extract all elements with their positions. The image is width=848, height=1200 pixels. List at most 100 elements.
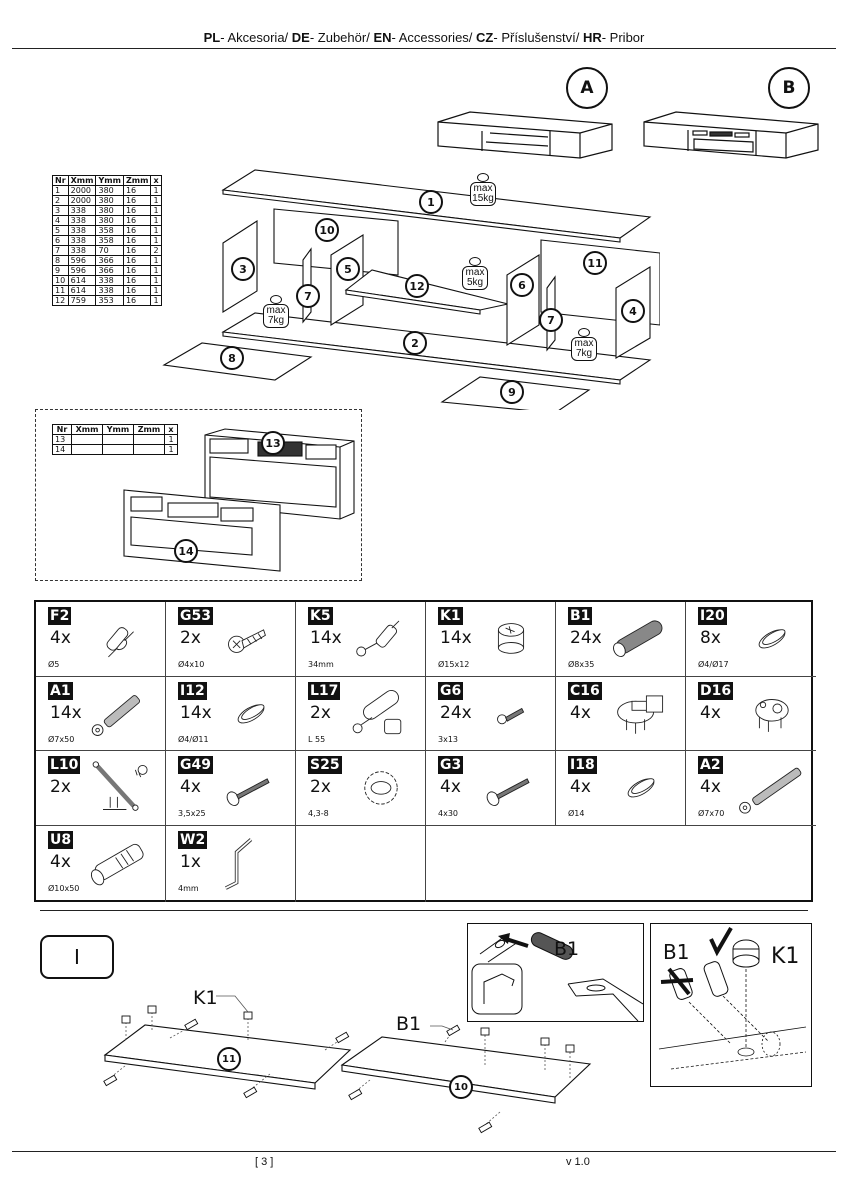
accessory-dimension: 4x30 — [438, 809, 459, 818]
accessory-code: B1 — [568, 607, 593, 625]
accessories-grid: F2 4x Ø5 G53 2x Ø4x10 K5 14x 34mm K1 14x… — [34, 600, 816, 902]
accessory-quantity: 2x — [50, 777, 71, 797]
parts-table-header: Nr Xmm Ymm Zmm x — [52, 175, 162, 186]
accessory-code: A1 — [48, 682, 73, 700]
accessory-item-i20: I20 8x Ø4/Ø17 — [686, 602, 816, 677]
extra-table-cell: 1 — [164, 444, 178, 455]
part-label-10: 10 — [315, 218, 339, 242]
part-label-8: 8 — [220, 346, 244, 370]
callout-b1: B1 — [396, 1013, 422, 1035]
accessory-code: S25 — [308, 756, 342, 774]
parts-table-cell: 596 — [67, 255, 97, 266]
accessory-quantity: 4x — [570, 703, 591, 723]
gas-strut-icon — [92, 761, 148, 811]
accessory-code: U8 — [48, 831, 74, 849]
accessory-item-b1: B1 24x Ø8x35 — [556, 602, 686, 677]
accessory-item-g49: G49 4x 3,5x25 — [166, 751, 296, 826]
accessory-quantity: 4x — [440, 777, 461, 797]
parts-table-cell: 759 — [67, 295, 97, 306]
parts-table-cell: 7 — [52, 245, 69, 256]
weight-handle-icon — [469, 257, 481, 266]
col-nr: Nr — [52, 175, 69, 186]
accessory-code: K5 — [308, 607, 333, 625]
weight-max-label: max — [574, 338, 594, 349]
header-hr: HR- Pribor — [582, 30, 645, 45]
weight-handle-icon — [270, 295, 282, 304]
accessory-item-g3: G3 4x 4x30 — [426, 751, 556, 826]
accessory-code: A2 — [698, 756, 723, 774]
parts-table-cell: 380 — [95, 215, 124, 226]
parts-table-cell: 338 — [67, 235, 97, 246]
col-zmm: Zmm — [122, 175, 152, 186]
col-xmm: Xmm — [67, 175, 97, 186]
small-screw-icon — [497, 707, 525, 725]
parts-table-cell: 12 — [52, 295, 69, 306]
header-pl: PL- Akcesoria/ — [203, 30, 292, 45]
parts-table-cell: 338 — [95, 275, 124, 286]
panel-label-10: 10 — [449, 1075, 473, 1099]
max-weight-badge: max 7kg — [263, 295, 289, 333]
part-label-13: 13 — [261, 431, 285, 455]
weight-handle-icon — [578, 328, 590, 337]
parts-table-cell: 70 — [95, 245, 124, 256]
accessory-code: G53 — [178, 607, 213, 625]
accessory-dimension: Ø7x50 — [48, 735, 75, 744]
weight-max-label: max — [266, 305, 286, 316]
extra-table-cell: 13 — [52, 434, 72, 445]
parts-table-cell: 16 — [122, 185, 152, 196]
shelf-pin-icon — [106, 627, 134, 658]
accessory-quantity: 4x — [700, 777, 721, 797]
weight-max-label: max — [473, 183, 493, 194]
parts-table-cell: 380 — [95, 195, 124, 206]
accessory-code: I12 — [178, 682, 207, 700]
accessory-item-g6: G6 24x 3x13 — [426, 677, 556, 751]
panel-label-11: 11 — [217, 1047, 241, 1071]
accessory-quantity: 2x — [310, 777, 331, 797]
cover-cap-icon — [758, 629, 786, 649]
parts-table-cell: 16 — [122, 225, 152, 236]
part-label-12: 12 — [405, 274, 429, 298]
accessory-dimension: Ø8x35 — [568, 660, 595, 669]
parts-table-cell: 9 — [52, 265, 69, 276]
parts-table-cell: 1 — [150, 295, 162, 306]
accessory-dimension: 4mm — [178, 884, 199, 893]
hinge-plate-icon — [755, 699, 789, 732]
long-confirmat-screw-icon — [739, 767, 802, 814]
header-divider — [12, 48, 836, 49]
parts-table-cell: 6 — [52, 235, 69, 246]
accessory-item-i12: I12 14x Ø4/Ø11 — [166, 677, 296, 751]
footer-divider — [12, 1151, 836, 1152]
parts-table-cell: 5 — [52, 225, 69, 236]
accessory-item-k5: K5 14x 34mm — [296, 602, 426, 677]
accessory-dimension: Ø15x12 — [438, 660, 470, 669]
max-weight-badge: max 7kg — [571, 328, 597, 366]
weight-value: 15kg — [472, 193, 494, 204]
page-number: [ 3 ] — [255, 1156, 274, 1168]
parts-table-cell: 358 — [95, 235, 124, 246]
accessory-quantity: 14x — [50, 703, 82, 723]
accessory-quantity: 4x — [50, 628, 71, 648]
parts-table-cell: 596 — [67, 265, 97, 276]
glue-dowel-drawing — [471, 932, 644, 1022]
parts-table-cell: 2 — [52, 195, 69, 206]
part-label-1: 1 — [419, 190, 443, 214]
cover-cap-icon — [627, 778, 655, 798]
col-ymm: Ymm — [95, 175, 124, 186]
parts-table-cell: 2000 — [67, 195, 97, 206]
accessory-quantity: 1x — [180, 852, 201, 872]
parts-table-cell: 338 — [95, 285, 124, 296]
lock-washer-icon — [364, 771, 398, 805]
parts-table-cell: 614 — [67, 275, 97, 286]
parts-table-cell: 2000 — [67, 185, 97, 196]
accessory-dimension: Ø5 — [48, 660, 60, 669]
fireplace-insert-drawing — [123, 428, 355, 572]
accessory-code: G3 — [438, 756, 464, 774]
accessory-quantity: 14x — [180, 703, 212, 723]
